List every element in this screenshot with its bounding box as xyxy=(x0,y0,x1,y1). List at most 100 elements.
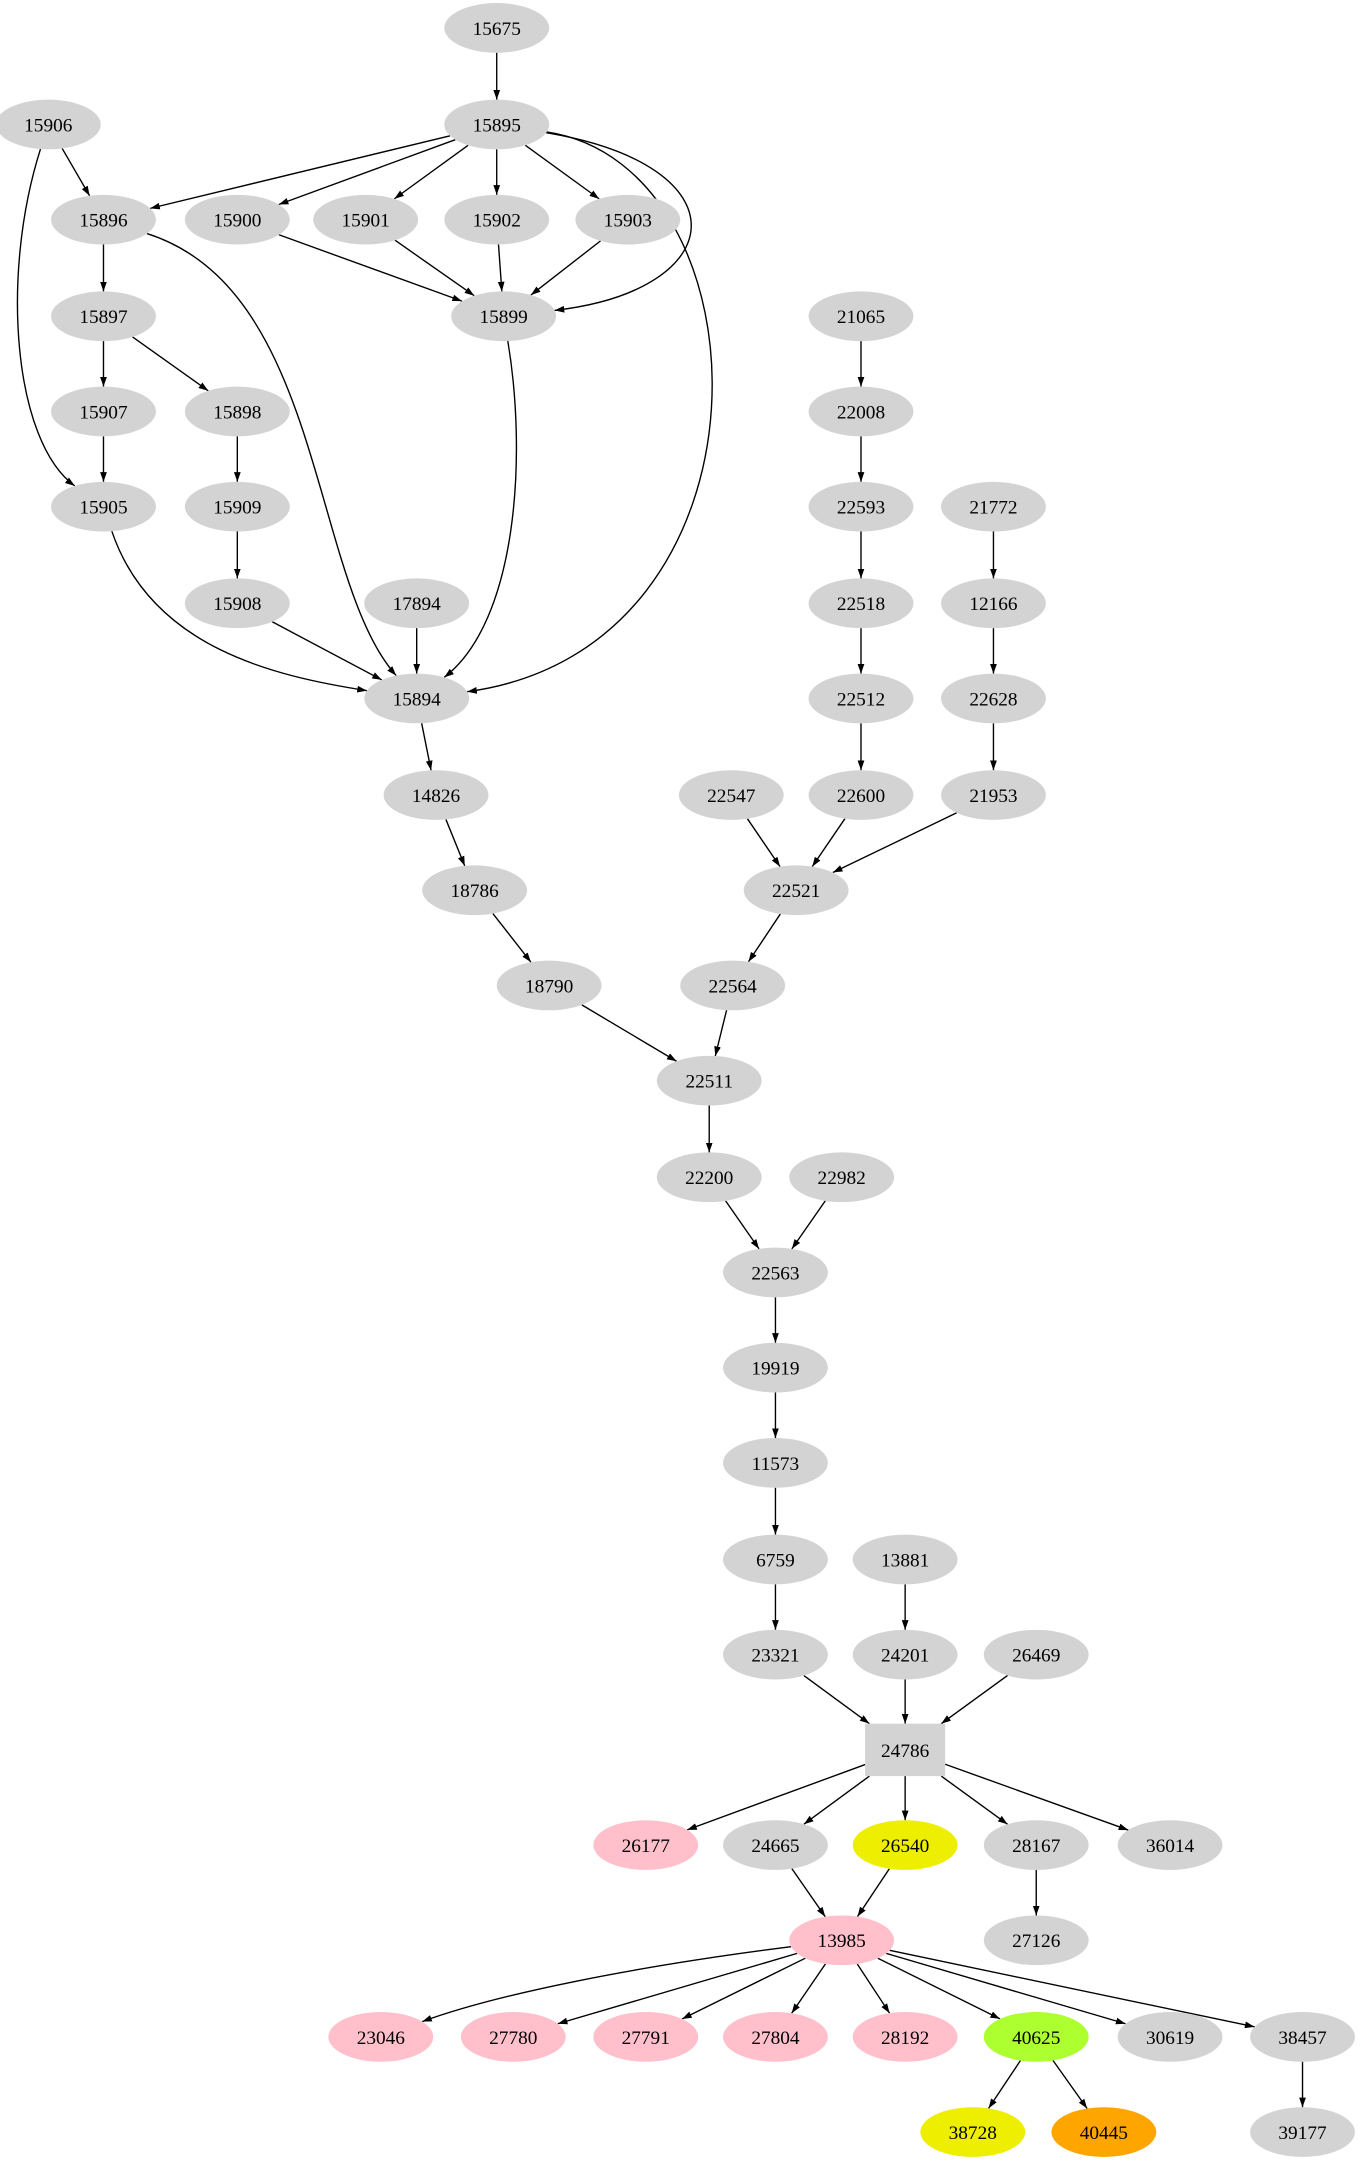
node-label: 26177 xyxy=(622,1836,671,1857)
node-22521[interactable]: 22521 xyxy=(743,865,849,916)
node-26469[interactable]: 26469 xyxy=(983,1629,1089,1680)
node-ellipse-shape xyxy=(808,386,914,437)
node-39177[interactable]: 39177 xyxy=(1250,2107,1355,2157)
node-13985[interactable]: 13985 xyxy=(789,1915,895,1966)
node-ellipse-shape xyxy=(656,1055,762,1106)
edge-13985-38457 xyxy=(889,1949,1255,2029)
edge-15895-15903 xyxy=(524,144,600,200)
node-28167[interactable]: 28167 xyxy=(983,1820,1089,1870)
node-15897[interactable]: 15897 xyxy=(51,291,156,342)
node-22628[interactable]: 22628 xyxy=(941,673,1046,724)
edge-13985-28192 xyxy=(856,1963,891,2014)
node-15675[interactable]: 15675 xyxy=(444,3,550,53)
node-label: 39177 xyxy=(1278,2123,1327,2144)
node-14826[interactable]: 14826 xyxy=(383,770,489,820)
node-ellipse-shape xyxy=(852,2012,958,2062)
node-22512[interactable]: 22512 xyxy=(808,673,914,724)
node-15896[interactable]: 15896 xyxy=(51,194,156,245)
node-21772[interactable]: 21772 xyxy=(941,481,1046,532)
node-24665[interactable]: 24665 xyxy=(723,1820,828,1870)
node-22200[interactable]: 22200 xyxy=(656,1152,762,1203)
edge-15908-15894 xyxy=(271,621,383,681)
node-ellipse-shape xyxy=(364,578,470,629)
node-label: 15898 xyxy=(213,402,261,423)
node-15905[interactable]: 15905 xyxy=(51,481,156,532)
node-27791[interactable]: 27791 xyxy=(593,2012,699,2062)
node-26177[interactable]: 26177 xyxy=(593,1820,699,1870)
node-22600[interactable]: 22600 xyxy=(808,770,914,820)
node-22008[interactable]: 22008 xyxy=(808,386,914,437)
node-12166[interactable]: 12166 xyxy=(941,578,1046,629)
node-15899[interactable]: 15899 xyxy=(451,291,557,342)
node-15895[interactable]: 15895 xyxy=(444,99,550,150)
node-23046[interactable]: 23046 xyxy=(328,2012,434,2062)
edge-15903-15899 xyxy=(530,240,601,296)
node-27780[interactable]: 27780 xyxy=(460,2012,566,2062)
node-label: 6759 xyxy=(756,1550,795,1571)
node-23321[interactable]: 23321 xyxy=(723,1629,828,1680)
node-15901[interactable]: 15901 xyxy=(313,194,419,245)
node-ellipse-shape xyxy=(313,194,419,245)
edge-13985-23046 xyxy=(421,1946,792,2023)
node-15894[interactable]: 15894 xyxy=(364,673,470,724)
node-26540[interactable]: 26540 xyxy=(852,1820,958,1870)
node-label: 27804 xyxy=(751,2028,800,2049)
node-27804[interactable]: 27804 xyxy=(723,2012,828,2062)
node-17894[interactable]: 17894 xyxy=(364,578,470,629)
node-18790[interactable]: 18790 xyxy=(496,960,602,1011)
node-15908[interactable]: 15908 xyxy=(184,578,290,629)
edge-15895-15894 xyxy=(467,131,713,694)
node-label: 15675 xyxy=(473,19,521,40)
node-22564[interactable]: 22564 xyxy=(680,960,786,1011)
node-40445[interactable]: 40445 xyxy=(1051,2107,1157,2157)
node-21953[interactable]: 21953 xyxy=(941,770,1046,820)
node-24786[interactable]: 24786 xyxy=(865,1723,946,1777)
node-label: 19919 xyxy=(751,1359,799,1380)
node-15906[interactable]: 15906 xyxy=(0,99,101,150)
node-40625[interactable]: 40625 xyxy=(983,2012,1089,2062)
node-15903[interactable]: 15903 xyxy=(575,194,681,245)
node-ellipse-shape xyxy=(184,578,290,629)
node-ellipse-shape xyxy=(51,291,156,342)
node-28192[interactable]: 28192 xyxy=(852,2012,958,2062)
node-15909[interactable]: 15909 xyxy=(184,481,290,532)
node-ellipse-shape xyxy=(1051,2107,1157,2157)
node-ellipse-shape xyxy=(920,2107,1026,2157)
node-22547[interactable]: 22547 xyxy=(678,770,784,820)
node-ellipse-shape xyxy=(364,673,470,724)
node-15902[interactable]: 15902 xyxy=(444,194,550,245)
node-label: 22511 xyxy=(685,1072,733,1093)
node-6759[interactable]: 6759 xyxy=(723,1534,828,1585)
node-18786[interactable]: 18786 xyxy=(422,865,528,916)
node-label: 22547 xyxy=(707,786,756,807)
edge-15895-15899 xyxy=(546,132,692,313)
node-ellipse-shape xyxy=(941,673,1046,724)
node-label: 15902 xyxy=(473,211,521,232)
node-22593[interactable]: 22593 xyxy=(808,481,914,532)
node-label: 11573 xyxy=(752,1454,800,1475)
node-label: 24201 xyxy=(881,1646,929,1667)
node-13881[interactable]: 13881 xyxy=(852,1534,958,1585)
node-24201[interactable]: 24201 xyxy=(852,1629,958,1680)
node-ellipse-shape xyxy=(941,770,1046,820)
node-21065[interactable]: 21065 xyxy=(808,291,914,342)
node-11573[interactable]: 11573 xyxy=(723,1438,828,1488)
node-ellipse-shape xyxy=(1250,2012,1355,2062)
node-ellipse-shape xyxy=(941,481,1046,532)
node-15898[interactable]: 15898 xyxy=(184,386,290,437)
node-19919[interactable]: 19919 xyxy=(723,1342,828,1393)
node-15900[interactable]: 15900 xyxy=(184,194,290,245)
node-label: 18790 xyxy=(525,976,573,997)
node-38728[interactable]: 38728 xyxy=(920,2107,1026,2157)
node-22563[interactable]: 22563 xyxy=(723,1247,828,1298)
node-27126[interactable]: 27126 xyxy=(983,1915,1089,1966)
node-38457[interactable]: 38457 xyxy=(1250,2012,1355,2062)
node-30619[interactable]: 30619 xyxy=(1117,2012,1223,2062)
node-22518[interactable]: 22518 xyxy=(808,578,914,629)
node-22511[interactable]: 22511 xyxy=(656,1055,762,1106)
node-36014[interactable]: 36014 xyxy=(1117,1820,1223,1870)
node-label: 22600 xyxy=(837,786,885,807)
node-label: 22563 xyxy=(751,1263,799,1284)
node-22982[interactable]: 22982 xyxy=(789,1152,895,1203)
node-15907[interactable]: 15907 xyxy=(51,386,156,437)
